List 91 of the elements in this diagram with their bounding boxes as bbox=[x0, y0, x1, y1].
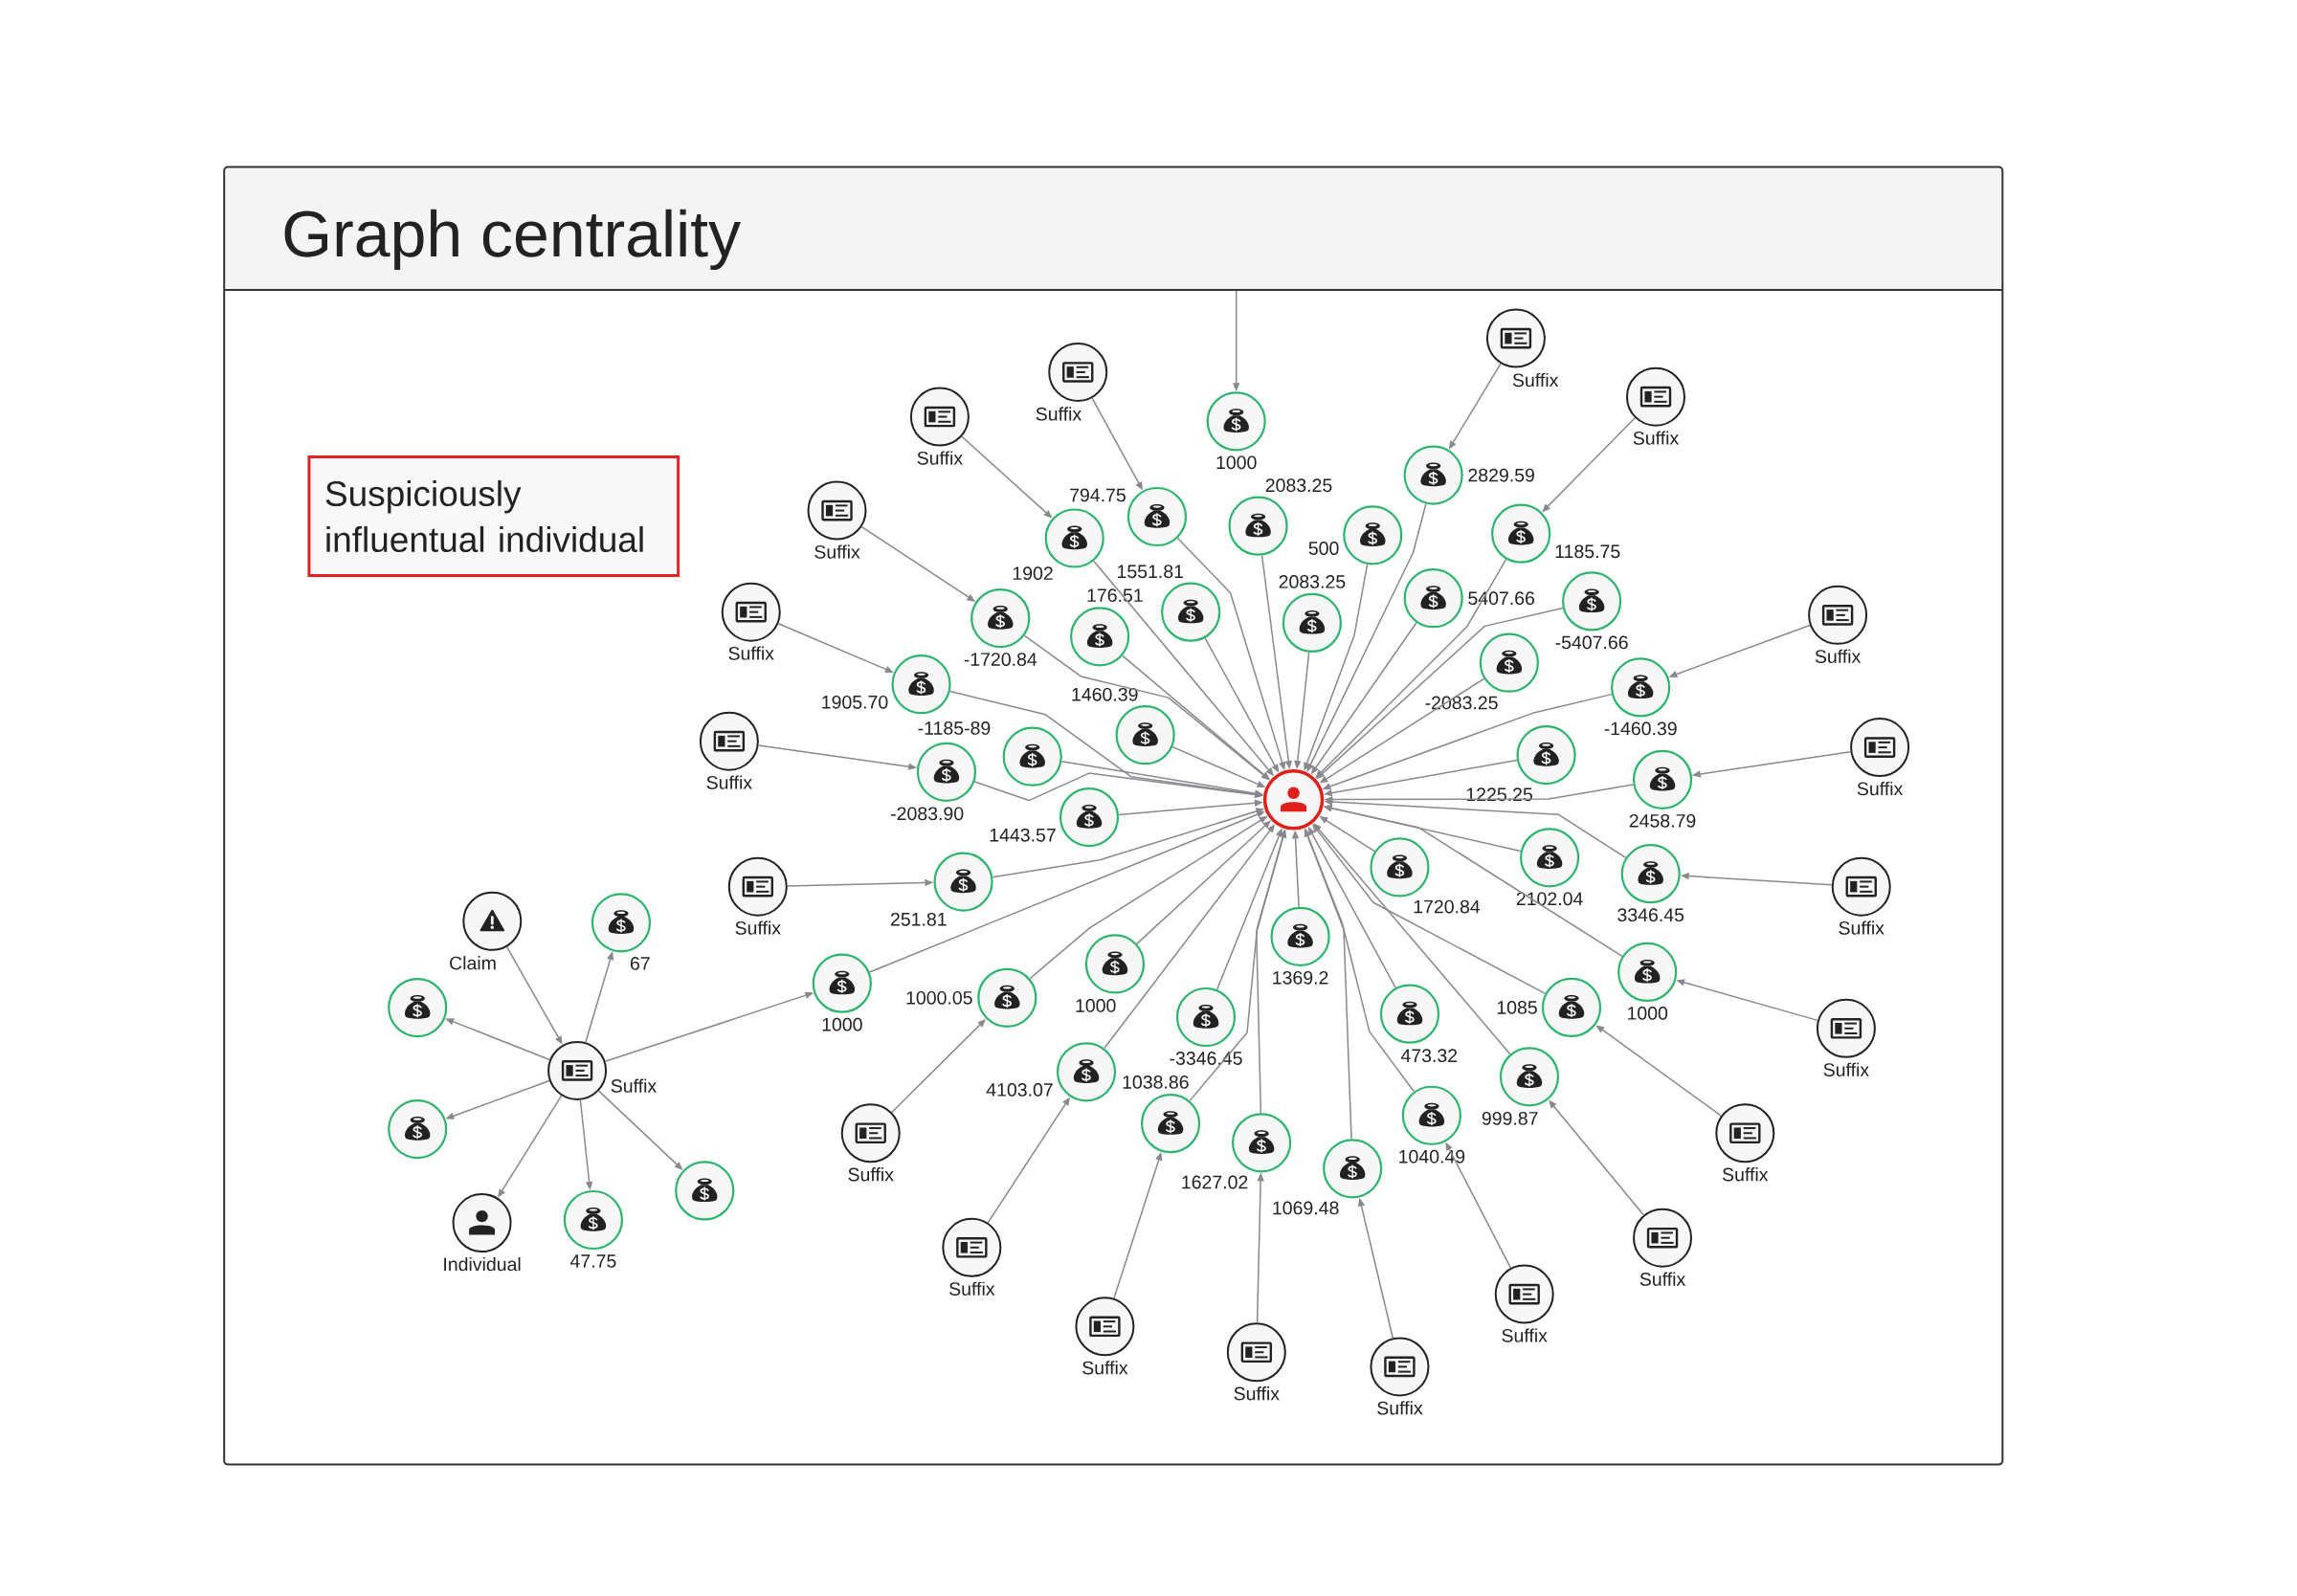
circle-node: Suffix bbox=[807, 480, 867, 559]
circle-node: Suffix bbox=[1075, 1297, 1135, 1375]
node-label: 1225.25 bbox=[1466, 787, 1532, 802]
node-label: 1443.57 bbox=[990, 828, 1056, 842]
node-label: 999.87 bbox=[1482, 1111, 1538, 1125]
node-label: 1902 bbox=[1013, 566, 1053, 581]
circle-node: Suffix bbox=[840, 1103, 901, 1182]
circle-node: Suffix bbox=[1626, 366, 1685, 445]
node-label: Claim bbox=[450, 956, 496, 970]
circle-node: Suffix bbox=[909, 387, 970, 465]
node-label: 1000 bbox=[1076, 999, 1116, 1012]
circle-node: Claim bbox=[450, 891, 523, 970]
node-label: -2083.25 bbox=[1425, 696, 1498, 710]
node-label: 2083.25 bbox=[1265, 478, 1332, 493]
node-label: 1038.86 bbox=[1123, 1075, 1189, 1089]
node-label: 794.75 bbox=[1070, 488, 1126, 502]
node-label: 1000 bbox=[822, 1017, 862, 1031]
node-label: Suffix bbox=[1502, 1328, 1548, 1342]
node-label: 1905.70 bbox=[822, 695, 888, 709]
circle-node: Suffix bbox=[1494, 1264, 1554, 1342]
node-label: 1460.39 bbox=[1072, 687, 1138, 701]
node-label: Suffix bbox=[917, 451, 963, 465]
node-label: 500 bbox=[1308, 542, 1339, 555]
node-label: Suffix bbox=[1815, 649, 1862, 664]
node-label: Suffix bbox=[1082, 1361, 1128, 1375]
circle-node: Suffix bbox=[1226, 1322, 1286, 1401]
node-label: Suffix bbox=[949, 1281, 995, 1296]
node-label: Suffix bbox=[848, 1167, 894, 1182]
node-label: 3346.45 bbox=[1617, 908, 1684, 922]
node-label: 1000 bbox=[1216, 455, 1257, 470]
circle-node: Suffix bbox=[1831, 856, 1891, 935]
circle-node: Suffix bbox=[1850, 718, 1910, 796]
title-bar: Graph centrality bbox=[223, 167, 2004, 291]
node-label: 1720.84 bbox=[1414, 899, 1481, 914]
callout-box: Suspiciously influentual individual bbox=[307, 455, 680, 577]
node-label: 5407.66 bbox=[1468, 591, 1535, 606]
circle-node: Suffix bbox=[727, 856, 788, 935]
circle-node: Suffix bbox=[1036, 342, 1108, 421]
node-label: Suffix bbox=[706, 775, 752, 789]
node-label: 1000.05 bbox=[906, 990, 972, 1005]
node-label: Suffix bbox=[814, 544, 860, 559]
node-label: 2829.59 bbox=[1468, 468, 1534, 482]
circle-node: Suffix bbox=[699, 711, 759, 789]
node-label: 1040.49 bbox=[1399, 1149, 1465, 1164]
node-label: Suffix bbox=[1633, 431, 1679, 445]
node-label: Suffix bbox=[735, 920, 781, 935]
node-label: Suffix bbox=[1234, 1386, 1280, 1401]
node-label: Suffix bbox=[1639, 1272, 1686, 1286]
circle-node: Suffix bbox=[1715, 1103, 1775, 1182]
node-label: Suffix bbox=[1857, 781, 1904, 796]
node-label: 1627.02 bbox=[1182, 1175, 1248, 1189]
node-label: Suffix bbox=[728, 646, 774, 660]
node-label: Suffix bbox=[1722, 1167, 1769, 1182]
circle-node: Suffix bbox=[1816, 998, 1876, 1076]
node-label: 67 bbox=[630, 956, 650, 970]
node-label: 1000 bbox=[1627, 1006, 1668, 1020]
node-label: Suffix bbox=[1839, 920, 1884, 935]
node-label: 2083.25 bbox=[1279, 575, 1346, 588]
node-label: -1720.84 bbox=[964, 653, 1037, 666]
circle-node: Suffix bbox=[1370, 1337, 1430, 1415]
node-label: 2458.79 bbox=[1629, 813, 1696, 828]
node-label: Suffix bbox=[1036, 407, 1082, 421]
node-label: 1069.48 bbox=[1273, 1201, 1339, 1215]
node-label: -1185-89 bbox=[918, 721, 991, 735]
node-label: Suffix bbox=[1377, 1401, 1423, 1415]
node-label: Suffix bbox=[1512, 372, 1559, 388]
circle-node: Suffix bbox=[721, 582, 781, 660]
node-label: -3346.45 bbox=[1170, 1052, 1242, 1065]
node-label: Suffix bbox=[1823, 1062, 1869, 1076]
node-label: -5407.66 bbox=[1555, 635, 1628, 650]
node-label: 1551.81 bbox=[1117, 565, 1184, 579]
node-label: 4103.07 bbox=[986, 1083, 1053, 1097]
circle-node: Suffix bbox=[942, 1217, 1002, 1296]
node-label: 2102.04 bbox=[1516, 892, 1583, 906]
node-label: 176.51 bbox=[1087, 588, 1143, 603]
node-label: 251.81 bbox=[890, 912, 947, 926]
circle-node: Suffix bbox=[547, 1040, 657, 1100]
node-label: 1369.2 bbox=[1273, 970, 1328, 985]
node-label: 473.32 bbox=[1400, 1049, 1458, 1063]
node-label: Suffix bbox=[611, 1078, 657, 1093]
node-label: 1185.75 bbox=[1555, 544, 1620, 559]
node-label: 47.75 bbox=[569, 1254, 616, 1268]
node-label: -2083.90 bbox=[891, 807, 964, 821]
node-label: -1460.39 bbox=[1604, 721, 1677, 736]
circle-node: Suffix bbox=[1808, 585, 1868, 664]
arrow bbox=[1313, 823, 1511, 1055]
arrow bbox=[1023, 634, 1270, 781]
node-label: Individual bbox=[444, 1256, 521, 1272]
circle-node: Suffix bbox=[1485, 308, 1559, 388]
node-label: 1085 bbox=[1497, 1001, 1537, 1014]
circle-node: Suffix bbox=[1633, 1208, 1693, 1286]
